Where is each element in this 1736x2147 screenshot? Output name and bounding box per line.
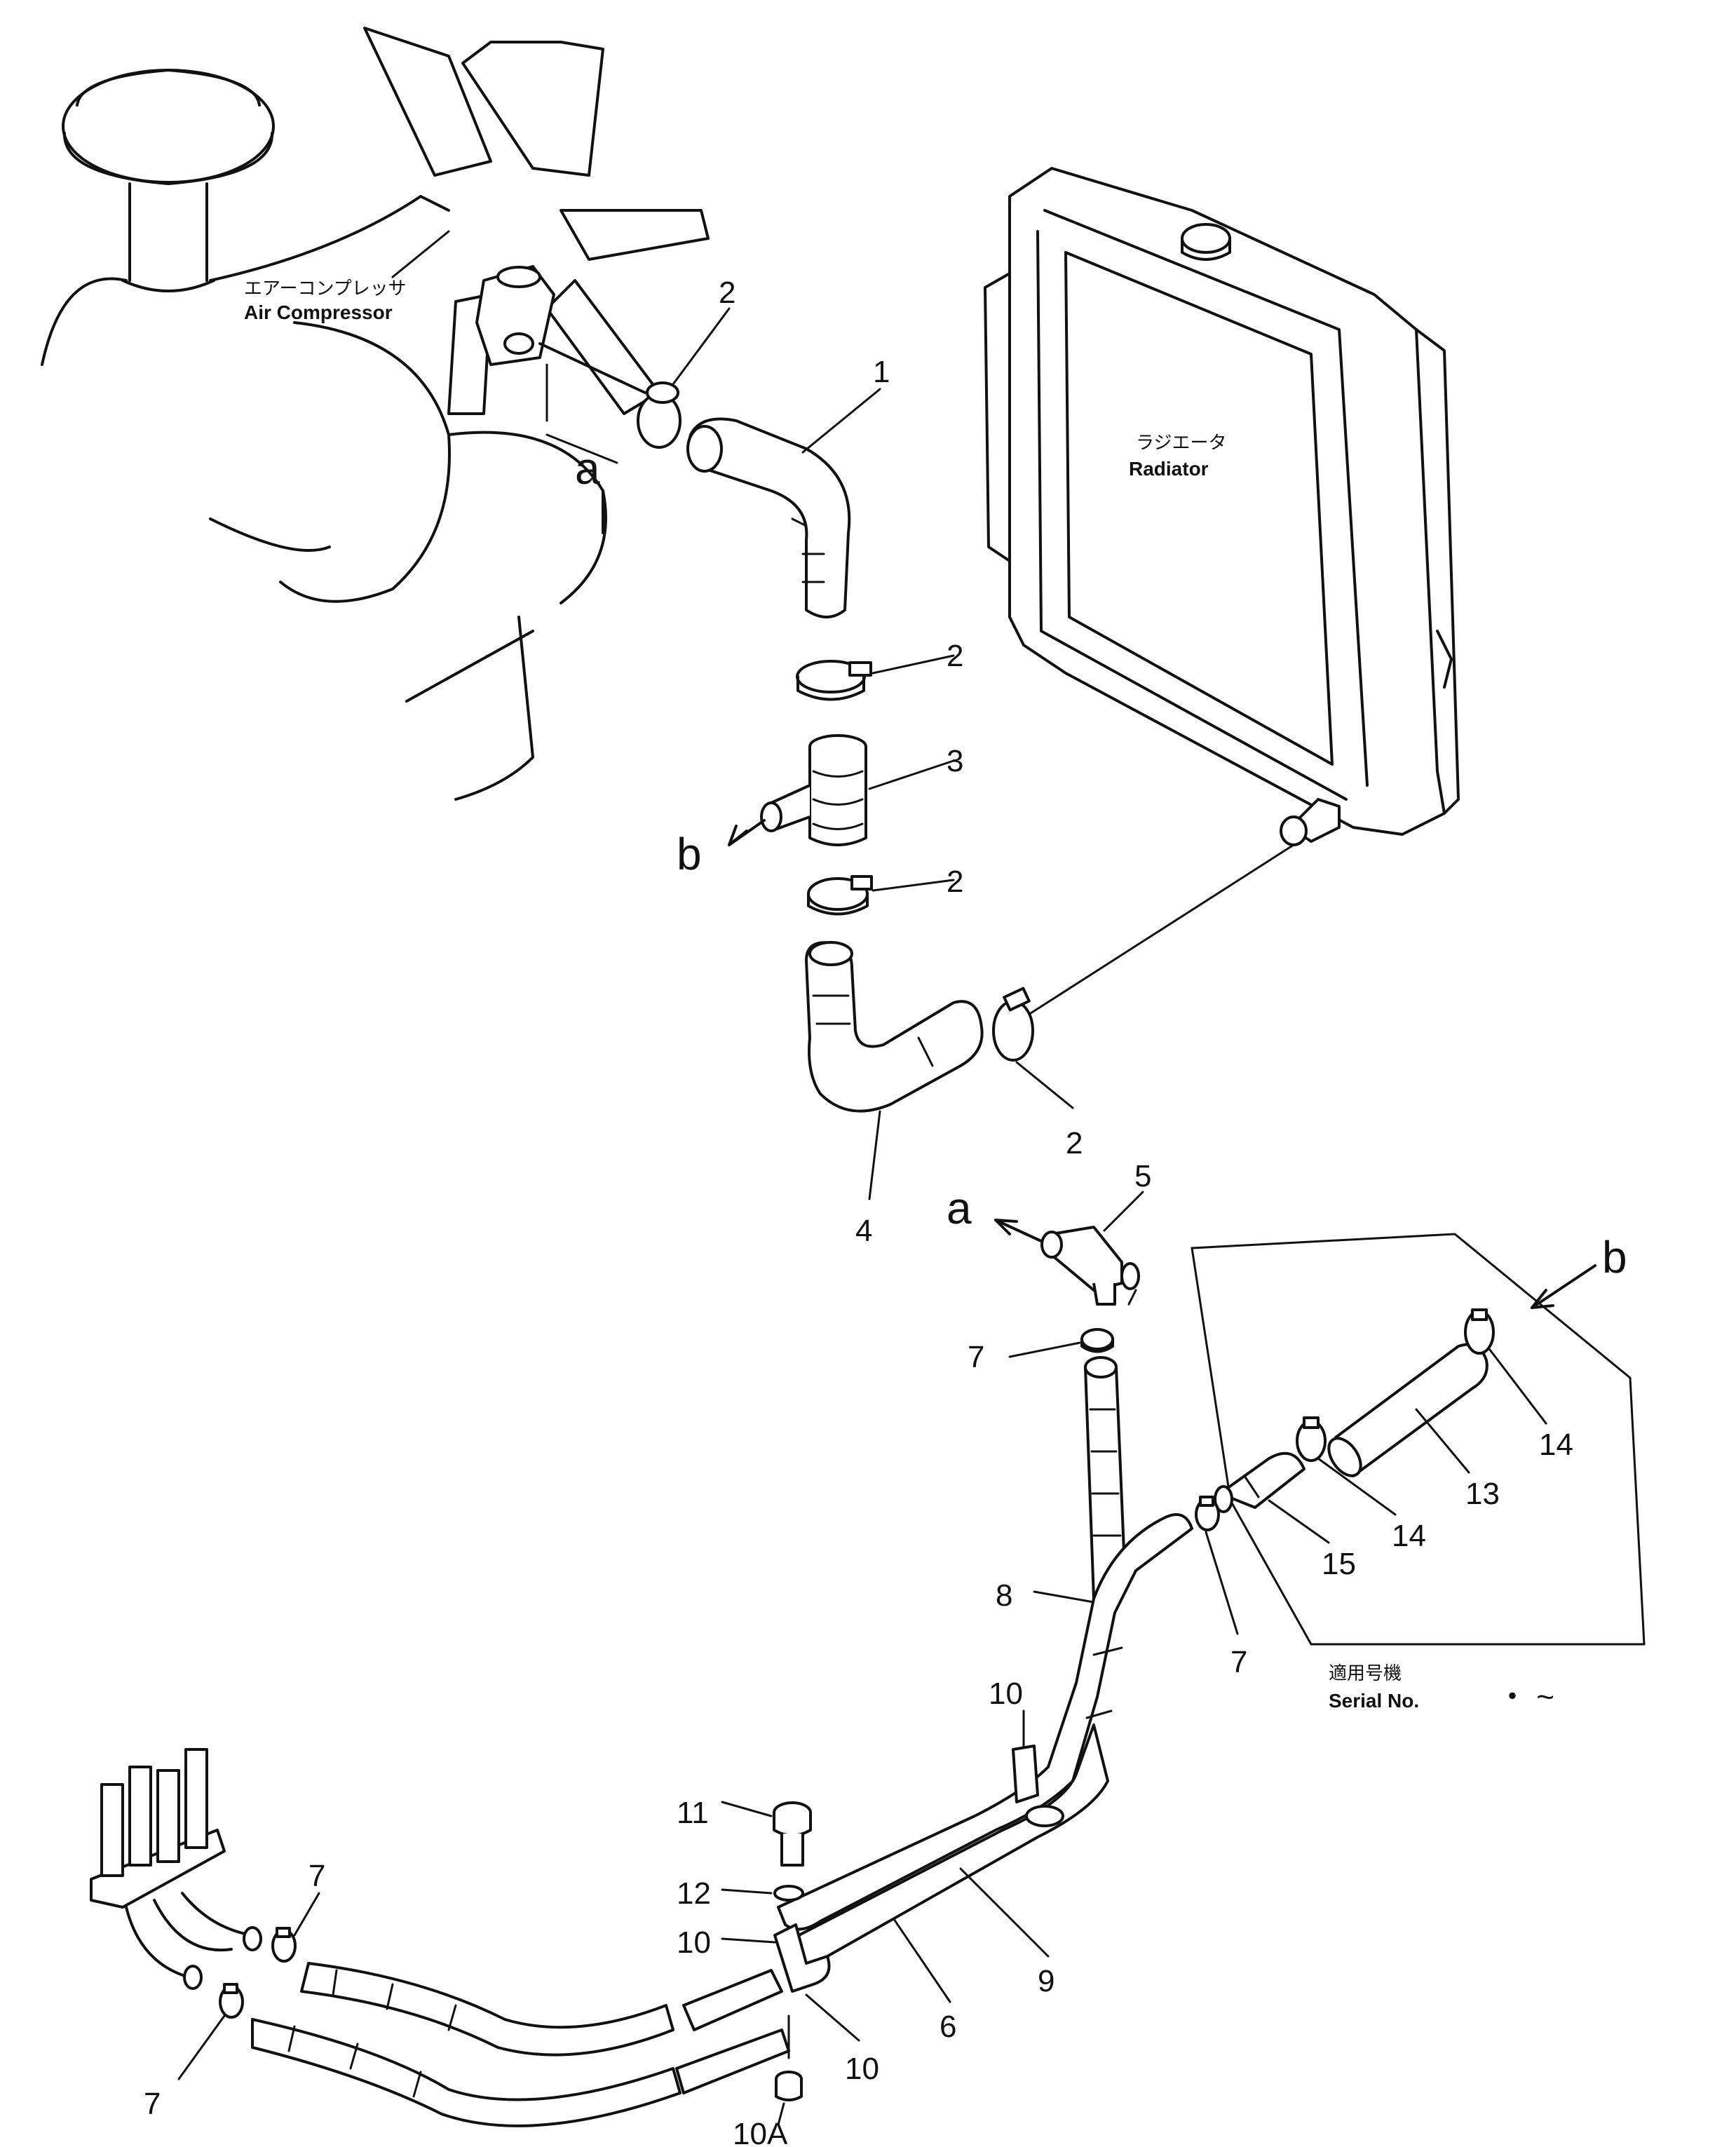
callout-14-left: 14 xyxy=(1392,1519,1426,1553)
clamp-7-left-upper xyxy=(271,1927,297,1963)
clamp-7-upper xyxy=(1080,1328,1114,1353)
callout-2-middle: 2 xyxy=(947,639,963,673)
connector-a-upper: a xyxy=(575,443,600,494)
clamp-14-left xyxy=(1296,1416,1327,1462)
engine-assembly xyxy=(41,27,710,801)
callout-2-top: 2 xyxy=(719,276,735,310)
bolt-11 xyxy=(773,1801,812,1867)
callout-10-upper: 10 xyxy=(989,1677,1023,1711)
radiator xyxy=(984,167,1460,846)
clamp-2-radiator xyxy=(992,987,1034,1062)
callout-13: 13 xyxy=(1465,1477,1500,1511)
clip-10-upper xyxy=(1012,1745,1064,1827)
callout-1: 1 xyxy=(873,355,890,389)
clamp-14-right xyxy=(1464,1308,1495,1355)
hose-6 xyxy=(777,1513,1193,1931)
callout-10-middle: 10 xyxy=(677,1925,711,1960)
clamp-7-left-lower xyxy=(219,1983,244,2019)
tee-fitting-3 xyxy=(760,734,867,846)
callout-8: 8 xyxy=(996,1578,1012,1613)
air-compressor-label-en: Air Compressor xyxy=(244,302,393,323)
callout-15: 15 xyxy=(1322,1547,1356,1581)
callout-10-lower: 10 xyxy=(845,2052,879,2086)
hose-13 xyxy=(1327,1343,1489,1477)
callout-11: 11 xyxy=(677,1796,709,1830)
callout-6: 6 xyxy=(940,2010,956,2044)
callout-7-upper: 7 xyxy=(968,1340,984,1374)
serial-inset-frame xyxy=(1191,1233,1646,1646)
radiator-label-jp: ラジエータ xyxy=(1136,433,1226,454)
callout-14-right: 14 xyxy=(1539,1428,1573,1462)
callout-3: 3 xyxy=(947,744,963,778)
hose-1 xyxy=(686,417,851,618)
hose-4 xyxy=(805,941,984,1113)
clamp-2-top xyxy=(637,381,681,449)
callout-7-left-lower: 7 xyxy=(144,2087,161,2121)
connector-b-upper: b xyxy=(677,829,702,879)
clamp-7-inset xyxy=(1195,1496,1220,1531)
drain-valve-5 xyxy=(1040,1226,1140,1306)
hose-lower-segments xyxy=(251,1962,790,2127)
callout-4: 4 xyxy=(855,1214,872,1248)
callout-2-radiator: 2 xyxy=(1066,1126,1083,1160)
serial-label-en: Serial No. xyxy=(1329,1690,1419,1712)
connector-a-lower: a xyxy=(947,1183,972,1233)
radiator-label-en: Radiator xyxy=(1129,458,1209,480)
callout-7-left-upper: 7 xyxy=(308,1859,325,1893)
callout-10A: 10A xyxy=(733,2117,788,2147)
air-compressor-label-jp: エアーコンプレッサ xyxy=(244,278,407,299)
callout-12: 12 xyxy=(677,1876,711,1911)
callout-7-inset: 7 xyxy=(1230,1645,1247,1679)
nipple-15 xyxy=(1214,1451,1306,1513)
clip-10-middle xyxy=(773,1923,831,1993)
clamp-2-lower xyxy=(807,875,873,916)
serial-label-jp: 適用号機 xyxy=(1329,1663,1402,1684)
nut-10A xyxy=(775,2014,803,2101)
serial-range: ・ ~ xyxy=(1497,1680,1554,1714)
connector-b-lower: b xyxy=(1602,1232,1627,1282)
clamp-2-middle xyxy=(796,660,872,701)
callout-9: 9 xyxy=(1038,1964,1055,1998)
callout-2-lower: 2 xyxy=(947,865,963,899)
callout-5: 5 xyxy=(1134,1159,1151,1193)
washer-12 xyxy=(773,1885,804,1902)
hose-8 xyxy=(1084,1356,1127,1600)
distribution-manifold xyxy=(90,1748,262,1990)
